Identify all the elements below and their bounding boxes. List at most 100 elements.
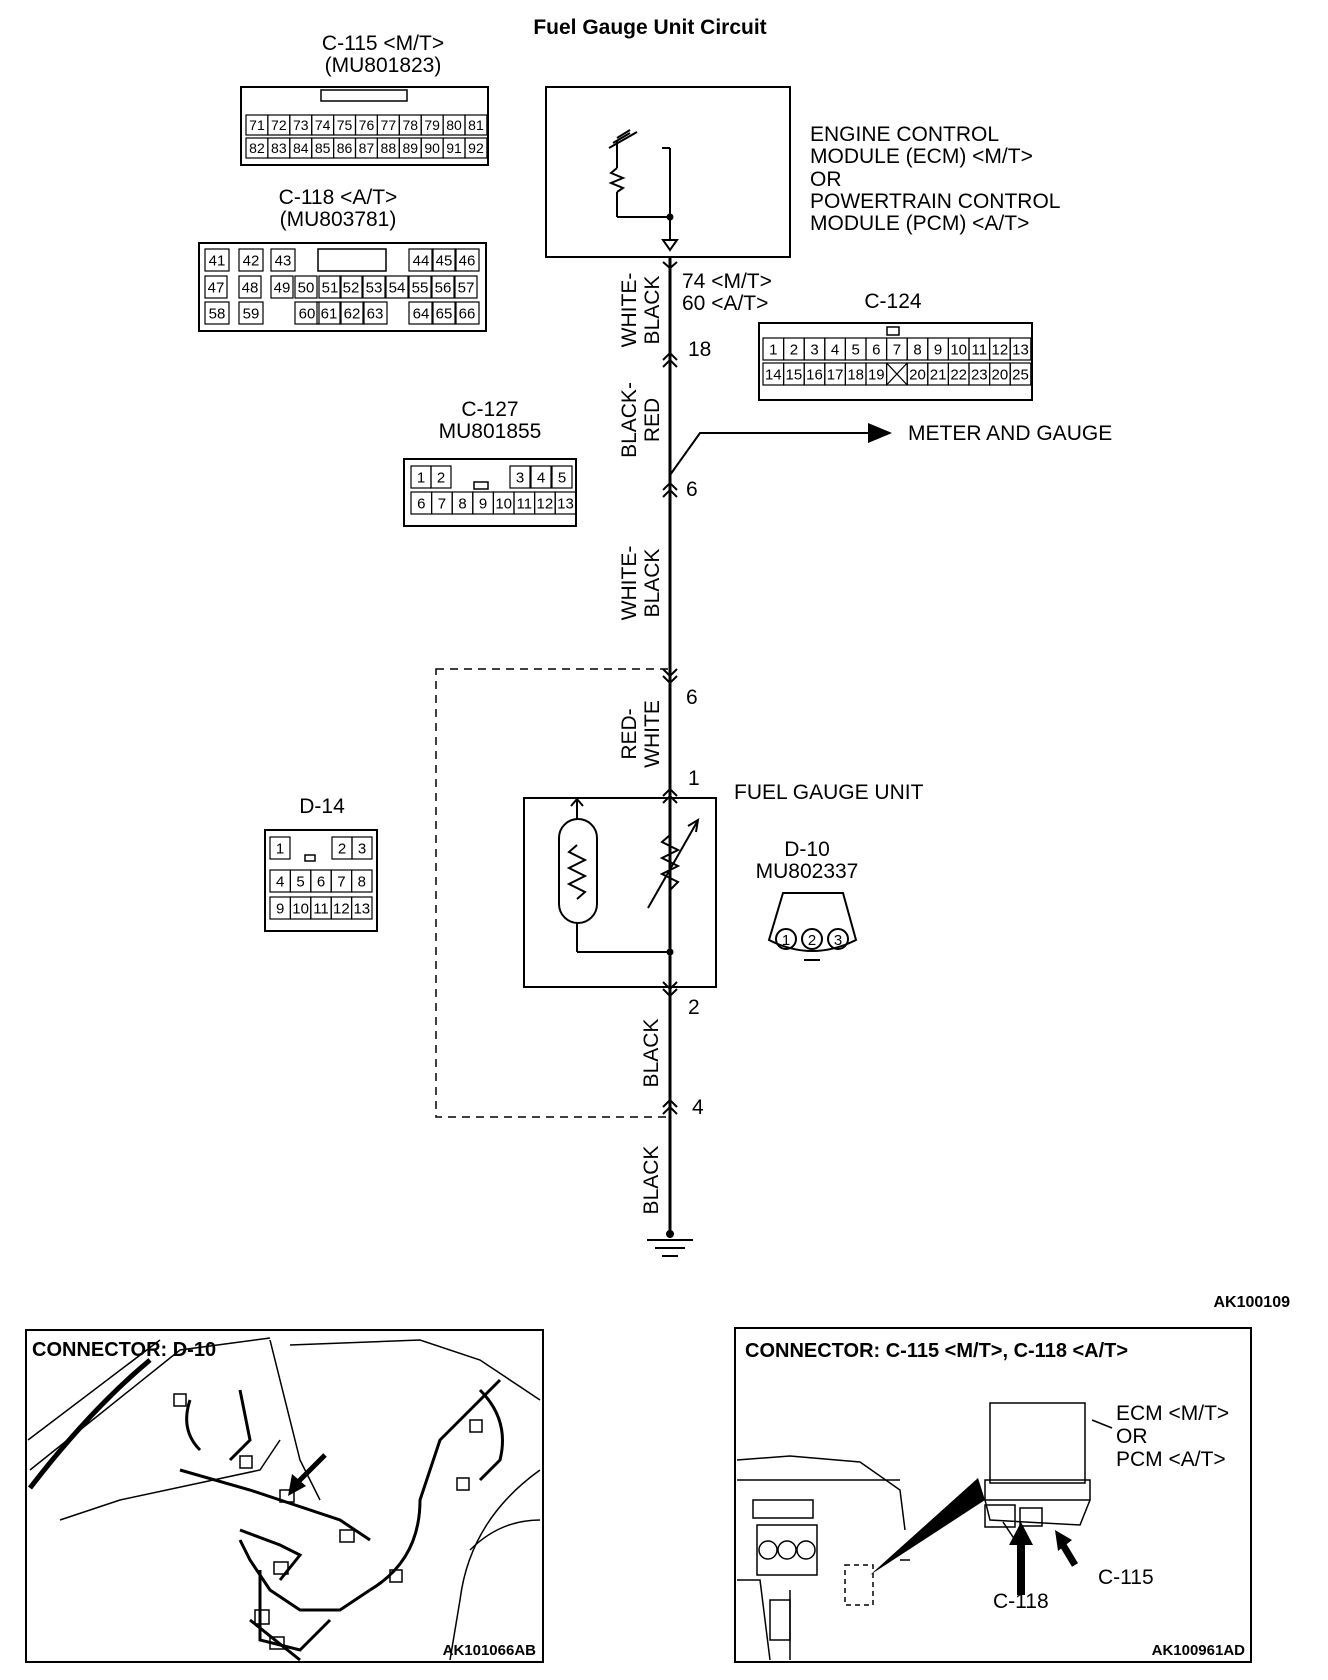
c115-pin-label: 89 (402, 140, 418, 156)
c124-cell (1009, 337, 1032, 361)
c127-name: C-127 (461, 398, 518, 421)
c127-pin-label: 2 (437, 469, 445, 486)
c124-pin-label: 20 (992, 366, 1009, 383)
d14-cell (351, 869, 373, 893)
c115-pin-label: 78 (402, 117, 418, 133)
c115-pin-label: 91 (446, 140, 462, 156)
c118-pin-label: 42 (243, 252, 260, 269)
c118-cell (431, 301, 457, 325)
c118-cell (431, 275, 455, 299)
c118-cell (408, 248, 434, 272)
c115-pin-label: 82 (249, 140, 265, 156)
d14-pin-label: 1 (276, 840, 284, 857)
c118-pin-label: 41 (209, 252, 226, 269)
wire3-color-line2: BLACK (641, 549, 664, 618)
c124-pin-label: 20 (909, 366, 926, 383)
c118-pin-label: 53 (366, 279, 383, 296)
left-panel-title: CONNECTOR: D-10 (32, 1339, 216, 1361)
d10-connector (767, 892, 858, 961)
c118-pin-label: 65 (436, 305, 453, 322)
d14-pin-label: 5 (296, 873, 304, 890)
c118-pin-label: 60 (299, 305, 316, 322)
ecm-label-line1: ENGINE CONTROL (810, 123, 999, 146)
d14-pin-label: 3 (358, 840, 366, 857)
c124-pin-label: 3 (810, 341, 818, 358)
c124-pin-label: 25 (1012, 366, 1029, 383)
c115-cell (464, 114, 488, 136)
pin-4: 4 (692, 1096, 704, 1119)
c118-pin-label: 46 (459, 252, 476, 269)
c118-pin-label: 58 (209, 305, 226, 322)
c127-cell (554, 491, 577, 515)
c127-pin-label: 6 (417, 495, 425, 512)
connector-d10-location-panel (25, 1329, 544, 1663)
c118-pin-label: 52 (343, 279, 360, 296)
c118-cell (204, 248, 230, 272)
ecm-label-line3: OR (810, 168, 842, 191)
c118-cell (385, 275, 409, 299)
d14-cell (351, 896, 373, 920)
right-panel-ecm-line3: PCM <A/T> (1116, 1448, 1226, 1471)
c118-pin-label: 61 (321, 305, 338, 322)
c124-pin-label: 7 (893, 341, 901, 358)
d14-name: D-14 (299, 795, 345, 818)
diagram-title: Fuel Gauge Unit Circuit (533, 16, 766, 39)
c127-pin-label: 4 (537, 469, 545, 486)
c124-pin-label: 9 (934, 341, 942, 358)
c118-pin-label: 66 (459, 305, 476, 322)
right-panel-title: CONNECTOR: C-115 <M/T>, C-118 <A/T> (745, 1340, 1128, 1362)
c118-pin-label: 47 (208, 279, 225, 296)
c118-pin-label: 54 (389, 279, 406, 296)
d14-pin-label: 7 (337, 873, 345, 890)
ecm-label-line4: POWERTRAIN CONTROL (810, 190, 1060, 213)
c115-pin-label: 72 (271, 117, 287, 133)
c118-cell (339, 301, 365, 325)
figure-code: AK100109 (1214, 1294, 1291, 1311)
wire4-color-line2: WHITE (641, 700, 664, 768)
right-panel-arrow-c118: C-118 (993, 1590, 1049, 1613)
c118-pin-label: 48 (242, 279, 259, 296)
c118-cell (454, 301, 480, 325)
c118-cell (431, 248, 457, 272)
c127-pin-label: 7 (438, 495, 446, 512)
c118-cell (316, 301, 342, 325)
c118-cell (294, 275, 318, 299)
c127-pin-label: 9 (479, 495, 487, 512)
ecm-label-line2: MODULE (ECM) <M/T> (810, 145, 1033, 168)
fuel-gauge-unit-label: FUEL GAUGE UNIT (734, 781, 924, 804)
c115-pin-label: 76 (359, 117, 375, 133)
c118-pin-label: 45 (436, 252, 453, 269)
c118-pin-label: 57 (458, 279, 475, 296)
d14-pin-label: 10 (292, 900, 309, 917)
c127-pin-label: 5 (558, 469, 566, 486)
c124-pin-label: 19 (868, 366, 885, 383)
c124-pin-label: 16 (806, 366, 823, 383)
d10-pin-2: 2 (808, 932, 816, 949)
c124-name: C-124 (864, 290, 922, 313)
d14-pin-label: 11 (313, 900, 329, 917)
d10-name: D-10 (784, 838, 830, 861)
c118-pin-label: 49 (274, 279, 291, 296)
pin-18: 18 (688, 338, 711, 361)
ecm-pin-at: 60 <A/T> (682, 292, 768, 315)
c118-name: C-118 <A/T> (279, 186, 398, 209)
d14-cell (269, 836, 291, 860)
c127-part: MU801855 (439, 420, 542, 443)
pin-1: 1 (688, 767, 700, 790)
right-panel-code: AK100961AD (1152, 1642, 1246, 1659)
c124-cell (1009, 362, 1032, 386)
c118-cell (238, 248, 264, 272)
c124-pin-label: 4 (831, 341, 839, 358)
c118-cell (454, 275, 478, 299)
wire4-color-line1: RED- (618, 708, 641, 759)
d10-part: MU802337 (756, 860, 859, 883)
d14-cell (351, 836, 373, 860)
c118-cell (238, 301, 264, 325)
c124-pin-label: 17 (827, 366, 844, 383)
fuel-gauge-unit (523, 797, 717, 988)
c124-pin-label: 6 (872, 341, 880, 358)
c115-pin-label: 79 (424, 117, 440, 133)
